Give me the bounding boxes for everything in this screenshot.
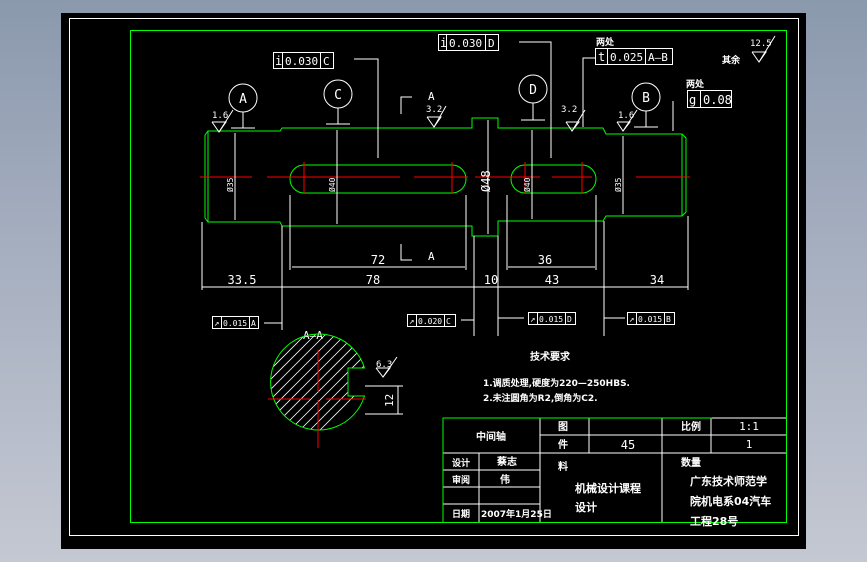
- runout-b-symbol: ↗: [629, 315, 634, 325]
- dim-dia-c: Ø40: [327, 177, 337, 192]
- course-line-1: 机械设计课程: [575, 481, 641, 495]
- school-line-1: 广东技术师范学: [690, 474, 767, 488]
- runout-d-symbol: ↗: [530, 315, 535, 325]
- center-lines: [200, 162, 690, 194]
- roughness-d: 3.2: [561, 105, 577, 115]
- date-value: 2007年1月25日: [481, 508, 552, 520]
- material-label: 料: [558, 460, 568, 473]
- review-label: 审阅: [452, 474, 470, 486]
- scale-label: 比例: [681, 420, 701, 433]
- dim-shoulder: Ø48: [479, 170, 493, 192]
- roughness-b: 1.6: [618, 111, 634, 121]
- date-label: 日期: [452, 508, 470, 520]
- dim-keyway-d: 36: [538, 253, 552, 267]
- dim-len3: 10: [484, 273, 498, 287]
- keyway-c: [289, 164, 467, 194]
- section-hatch: [270, 334, 365, 431]
- tol-ab-symbol: t: [598, 50, 605, 64]
- frame-border: [130, 30, 787, 523]
- weight-label: 数量: [681, 456, 701, 469]
- runout-a-value: 0.015: [223, 319, 247, 328]
- key-width-dim: [365, 385, 403, 415]
- runout-c-value: 0.020: [418, 317, 442, 326]
- dim-keyway-c: 72: [371, 253, 385, 267]
- dim-len4: 43: [545, 273, 559, 287]
- tol-ab-note: 两处: [596, 36, 615, 48]
- dim-len2: 78: [366, 273, 380, 287]
- dim-key-width: 12: [383, 394, 396, 407]
- tol-c-value: 0.030: [285, 55, 318, 68]
- tol-c-datum: C: [323, 55, 330, 68]
- roughness-mid: 3.2: [426, 105, 442, 115]
- title-block-frame: [442, 417, 712, 522]
- sheet-border: [69, 18, 799, 536]
- datum-symbols: [228, 74, 661, 129]
- roughness-general-value: 12.5: [750, 39, 772, 49]
- design-label: 设计: [452, 457, 470, 469]
- tol-c-symbol: i: [275, 54, 282, 68]
- runout-a-symbol: ↗: [214, 319, 219, 329]
- runout-c-datum: C: [446, 317, 451, 326]
- school-line-2: 院机电系04汽车: [690, 494, 771, 508]
- tol-d-value: 0.030: [449, 37, 482, 50]
- section-marker-bottom: A: [428, 250, 435, 263]
- weight-value: 1: [746, 438, 753, 451]
- quantity-label: 件: [558, 438, 568, 451]
- runout-d-value: 0.015: [539, 315, 563, 324]
- roughness-general-label: 其余: [722, 54, 741, 66]
- course-line-2: 设计: [575, 500, 597, 514]
- drawing-svg: A C D B 1.6 3.2 3.2 1.6 6.3 12.5 其余 i 0.…: [69, 18, 799, 536]
- quantity-value: 45: [621, 438, 635, 452]
- dimension-lines: [201, 41, 689, 336]
- runout-frames: [212, 312, 675, 329]
- dim-dia-a: Ø35: [225, 177, 235, 192]
- reviewer: 伟: [500, 473, 510, 486]
- roughness-symbols: [211, 35, 776, 378]
- runout-a-datum: A: [251, 319, 256, 328]
- dim-dia-d: Ø40: [522, 177, 532, 192]
- runout-c-symbol: ↗: [409, 317, 414, 327]
- tol-ab-datum: A—B: [648, 51, 668, 64]
- tol-g-note: 两处: [686, 78, 705, 90]
- section-outline: [270, 333, 366, 431]
- section-label: A—A: [303, 329, 323, 342]
- tech-req-title: 技术要求: [530, 350, 571, 363]
- runout-b-value: 0.015: [638, 315, 662, 324]
- datum-c: C: [334, 88, 342, 103]
- dim-len1: 33.5: [228, 273, 257, 287]
- dim-len5: 34: [650, 273, 664, 287]
- roughness-a: 1.6: [212, 111, 228, 121]
- dim-dia-b: Ø35: [613, 177, 623, 192]
- runout-b-datum: B: [666, 315, 671, 324]
- tol-g-symbol: g: [689, 93, 696, 107]
- tech-req-item-1: 1.调质处理,硬度为220—250HBS.: [483, 377, 630, 389]
- school-line-3: 工程28号: [690, 514, 738, 528]
- datum-d: D: [529, 83, 537, 98]
- roughness-key: 6.3: [376, 360, 392, 370]
- tol-d-datum: D: [488, 37, 495, 50]
- designer: 蔡志: [496, 455, 517, 468]
- tech-req-item-2: 2.未注圆角为R2,倒角为C2.: [483, 392, 598, 404]
- section-marker-top: A: [428, 90, 435, 103]
- datum-b: B: [642, 91, 650, 106]
- part-name: 中间轴: [476, 430, 506, 443]
- tol-g-value: 0.08: [703, 93, 732, 107]
- runout-d-datum: D: [567, 315, 572, 324]
- scale-value: 1:1: [739, 420, 759, 433]
- tolerance-frames-top: [273, 34, 732, 108]
- datum-a: A: [239, 92, 247, 107]
- cad-drawing-canvas[interactable]: A C D B 1.6 3.2 3.2 1.6 6.3 12.5 其余 i 0.…: [61, 13, 806, 549]
- tol-ab-value: 0.025: [610, 51, 643, 64]
- section-center-lines: [268, 350, 366, 448]
- tol-d-symbol: i: [440, 36, 447, 50]
- figure-label: 图: [558, 421, 568, 433]
